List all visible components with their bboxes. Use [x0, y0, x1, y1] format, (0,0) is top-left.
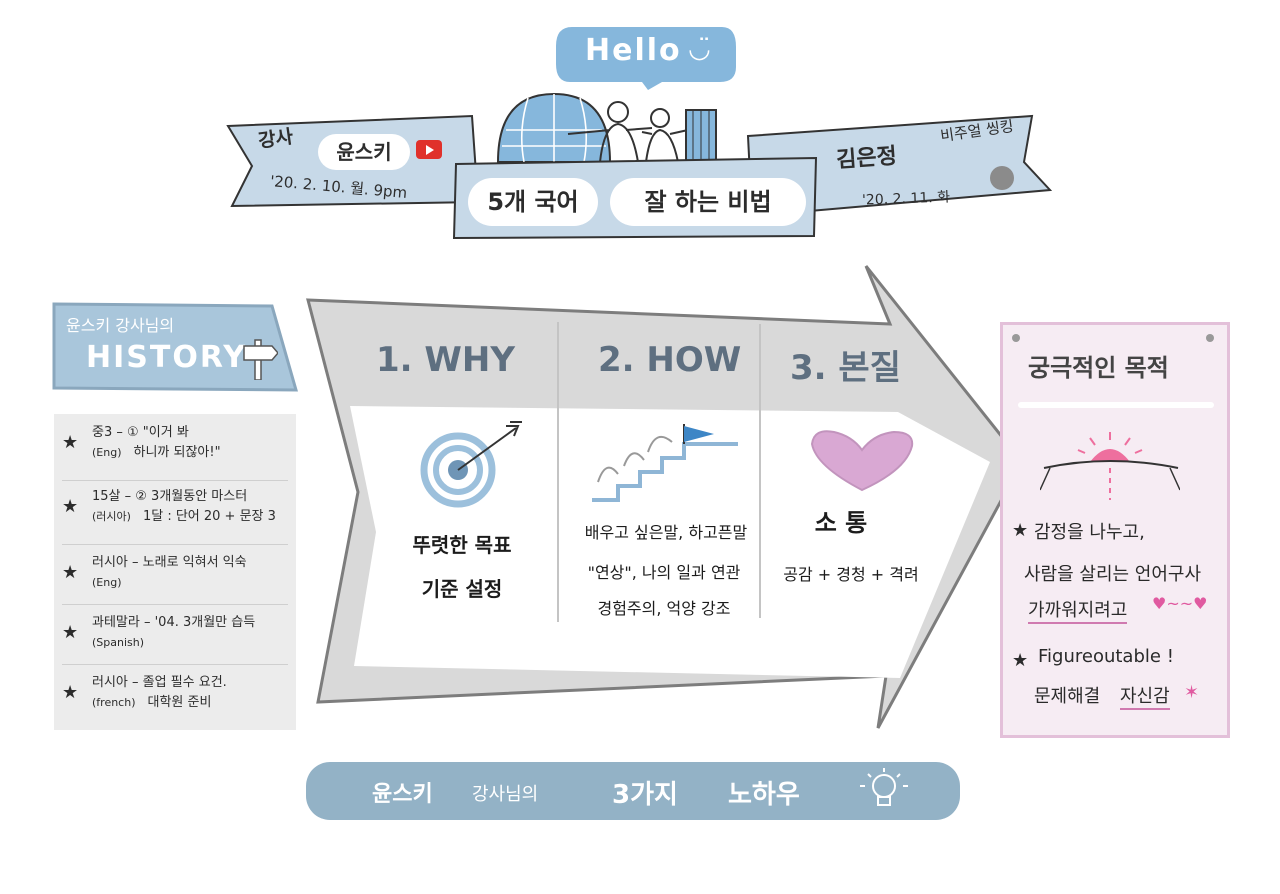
lecturer-name: 윤스키 — [318, 134, 410, 170]
footer-banner — [306, 762, 960, 820]
history-item-main: 중3 – ① "이거 봐 — [92, 425, 189, 440]
history-item-lang: (french) — [92, 696, 136, 709]
history-item-lang: (러시아) — [92, 510, 131, 523]
history-title: HISTORY — [86, 340, 248, 375]
why-line-1: 뚜렷한 목표 — [412, 533, 512, 557]
history-item-lang: (Eng) — [92, 576, 122, 589]
writer-date: '20. 2. 11. 화 — [861, 189, 951, 209]
footer-word-3: 3가지 — [612, 780, 678, 810]
goal-line-2: 사람을 살리는 언어구사 — [1024, 564, 1202, 585]
hearts-icon: ♥~~♥ — [1152, 594, 1208, 613]
essence-line-2: 공감 + 경청 + 격려 — [783, 565, 919, 584]
history-item-sub: 1달 : 단어 20 + 문장 3 — [142, 509, 276, 524]
divider — [62, 480, 288, 481]
star-icon: ★ — [1012, 650, 1029, 671]
history-item-main: 러시아 – 노래로 익혀서 익숙 — [92, 555, 247, 570]
goal-line-1: 감정을 나누고, — [1034, 522, 1145, 543]
essence-line-1: 소 통 — [814, 509, 868, 537]
goal-line-6: 자신감 — [1120, 682, 1170, 710]
star-icon: ★ — [62, 496, 79, 517]
goal-line-3: 가까워지려고 — [1028, 596, 1128, 624]
goal-title: 궁극적인 목적 — [1028, 354, 1169, 382]
history-item-sub: 하니까 되잖아!" — [133, 445, 221, 460]
globe-and-people-illustration — [496, 92, 717, 163]
heart-icon — [810, 430, 914, 492]
process-arrow — [306, 265, 1024, 729]
title-part-2: 잘 하는 비법 — [610, 178, 806, 226]
history-subtitle: 윤스키 강사님의 — [66, 316, 175, 335]
history-item-main: 러시아 – 졸업 필수 요건. — [92, 675, 227, 690]
star-icon: ★ — [62, 622, 79, 643]
divider — [62, 544, 288, 545]
how-line-3: 경험주의, 억양 강조 — [597, 599, 731, 618]
goal-line-4: Figureoutable ! — [1038, 646, 1174, 667]
target-icon — [420, 421, 522, 508]
apple-icon — [990, 166, 1014, 190]
lecturer-label: 강사 — [256, 125, 295, 153]
pin-icon — [1012, 334, 1020, 342]
history-list: ★ 중3 – ① "이거 봐 (Eng) 하니까 되잖아!" ★ 15살 – ② … — [54, 414, 296, 730]
pink-star-icon: ✶ — [1184, 682, 1200, 703]
goal-title-underline — [1018, 402, 1214, 408]
history-header-box — [52, 302, 298, 392]
goal-panel — [1000, 322, 1230, 738]
hello-text: Hello — [585, 33, 682, 68]
step-heading-how: 2. HOW — [598, 340, 742, 380]
lightbulb-icon — [860, 768, 908, 806]
signpost-icon — [243, 339, 278, 380]
stairs-flag-icon — [592, 424, 738, 502]
history-item-main: 15살 – ② 3개월동안 마스터 — [92, 489, 248, 504]
how-line-2: "연상", 나의 일과 연관 — [587, 563, 741, 582]
how-line-1: 배우고 싶은말, 하고픈말 — [584, 523, 748, 542]
youtube-icon — [416, 140, 442, 159]
why-line-2: 기준 설정 — [421, 577, 503, 601]
footer-word-2: 강사님의 — [472, 784, 539, 805]
goal-line-5: 문제해결 — [1034, 686, 1101, 707]
title-part-1: 5개 국어 — [468, 178, 598, 226]
star-icon: ★ — [1012, 520, 1029, 541]
divider — [62, 664, 288, 665]
smile-icon: ◡̈ — [688, 34, 711, 64]
pin-icon — [1206, 334, 1214, 342]
hello-speech-bubble — [556, 27, 736, 90]
footer-word-1: 윤스키 — [372, 782, 433, 807]
sunrise-icon — [1040, 432, 1180, 500]
history-item-lang: (Eng) — [92, 446, 122, 459]
footer-word-4: 노하우 — [728, 780, 800, 810]
star-icon: ★ — [62, 682, 79, 703]
history-item-main: 과테말라 – '04. 3개월만 습득 — [92, 615, 256, 630]
divider — [62, 604, 288, 605]
step-heading-essence: 3. 본질 — [790, 348, 901, 388]
star-icon: ★ — [62, 562, 79, 583]
history-item-sub: 대학원 준비 — [147, 695, 212, 710]
star-icon: ★ — [62, 432, 79, 453]
history-item-lang: (Spanish) — [92, 636, 145, 649]
step-heading-why: 1. WHY — [376, 340, 515, 380]
writer-name: 김은정 — [835, 143, 898, 174]
